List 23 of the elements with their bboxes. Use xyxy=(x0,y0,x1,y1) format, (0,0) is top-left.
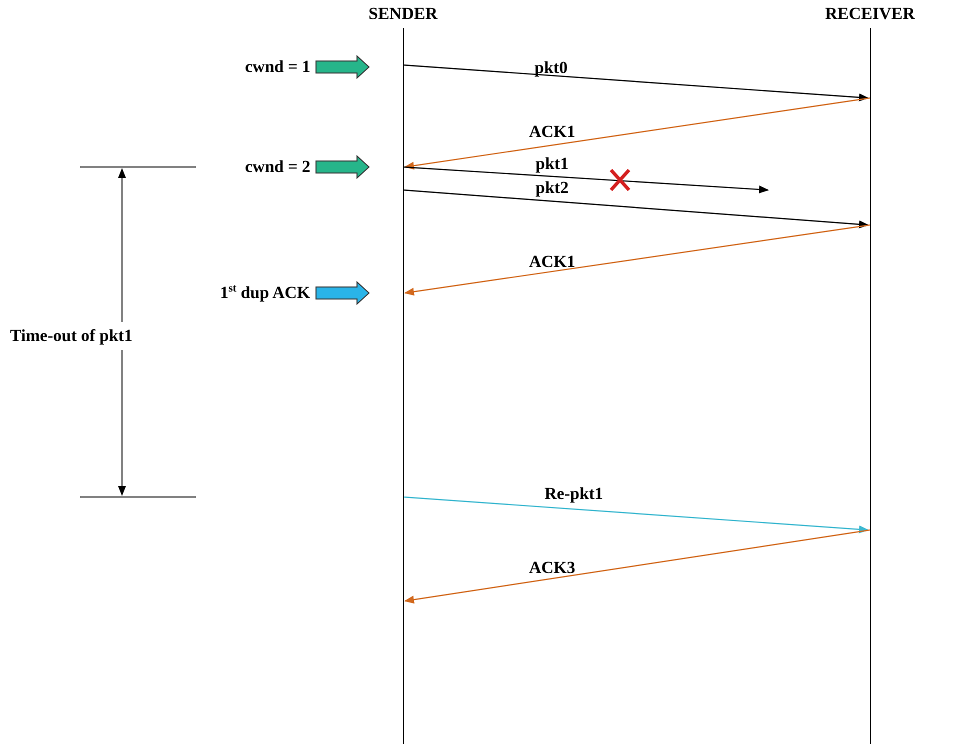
timeout-label: Time-out of pkt1 xyxy=(10,326,132,346)
block-arrow xyxy=(316,280,370,306)
block-arrow xyxy=(316,54,370,80)
message-arrow xyxy=(402,64,869,102)
edge-label: ACK3 xyxy=(529,558,576,578)
edge-label: pkt0 xyxy=(534,58,568,78)
message-arrow xyxy=(402,189,869,228)
window-label: cwnd = 2 xyxy=(245,157,310,177)
edge-label: Re-pkt1 xyxy=(544,484,604,504)
edge-label: pkt1 xyxy=(536,154,569,174)
message-arrow xyxy=(404,97,870,170)
participant-label: RECEIVER xyxy=(825,4,915,24)
edge-label: pkt2 xyxy=(536,178,569,198)
message-arrow xyxy=(402,496,869,534)
participant-label: SENDER xyxy=(368,4,438,24)
window-label: cwnd = 1 xyxy=(245,57,310,77)
block-arrow xyxy=(316,154,370,180)
message-arrow xyxy=(404,529,870,604)
dup-ack-label: 1$^{st}$ dup ACK xyxy=(220,283,310,303)
message-arrow xyxy=(404,224,870,296)
edge-label: ACK1 xyxy=(529,252,576,272)
message-arrow xyxy=(402,166,769,194)
edge-label: ACK1 xyxy=(529,122,576,142)
